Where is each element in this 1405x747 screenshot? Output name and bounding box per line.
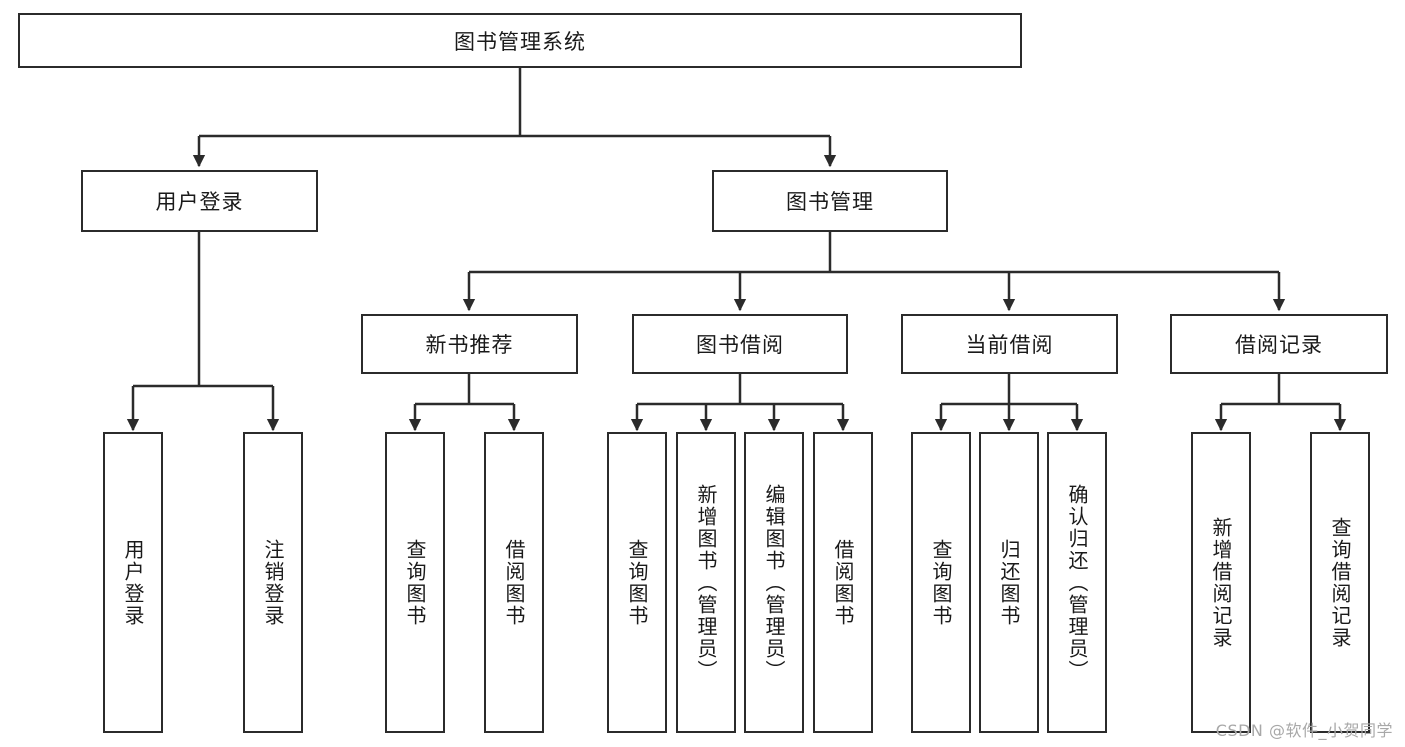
node-book-management[interactable]: 图书管理	[712, 170, 948, 232]
node-label: 新书推荐	[425, 333, 514, 357]
node-label: 借阅记录	[1235, 333, 1323, 357]
node-leaf-query-book-current[interactable]: 查询图书	[911, 432, 971, 733]
node-leaf-confirm-return[interactable]: 确认归还（管理员）	[1047, 432, 1107, 733]
node-leaf-edit-book[interactable]: 编辑图书（管理员）	[744, 432, 804, 733]
node-label: 图书借阅	[696, 333, 784, 357]
node-leaf-query-book-new[interactable]: 查询图书	[385, 432, 445, 733]
node-leaf-query-book-borrow[interactable]: 查询图书	[607, 432, 667, 733]
node-leaf-add-book[interactable]: 新增图书（管理员）	[676, 432, 736, 733]
node-leaf-logout-login[interactable]: 注销登录	[243, 432, 303, 733]
node-new-book-recommend[interactable]: 新书推荐	[361, 314, 578, 374]
node-leaf-query-borrow-record[interactable]: 查询借阅记录	[1310, 432, 1370, 733]
node-leaf-borrow-book[interactable]: 借阅图书	[813, 432, 873, 733]
node-current-borrow[interactable]: 当前借阅	[901, 314, 1118, 374]
node-label: 新增图书（管理员）	[694, 483, 718, 682]
node-user-login[interactable]: 用户登录	[81, 170, 318, 232]
node-label: 查询图书	[403, 538, 427, 627]
node-label: 借阅图书	[831, 538, 855, 627]
node-label: 图书管理系统	[454, 29, 586, 54]
node-label: 当前借阅	[965, 333, 1054, 357]
node-leaf-add-borrow-record[interactable]: 新增借阅记录	[1191, 432, 1251, 733]
node-leaf-return-book[interactable]: 归还图书	[979, 432, 1039, 733]
node-book-management-system[interactable]: 图书管理系统	[18, 13, 1022, 68]
node-label: 编辑图书（管理员）	[762, 483, 786, 682]
node-label: 查询图书	[625, 538, 649, 627]
node-leaf-user-login[interactable]: 用户登录	[103, 432, 163, 733]
node-borrow-record[interactable]: 借阅记录	[1170, 314, 1388, 374]
node-label: 新增借阅记录	[1209, 516, 1233, 649]
node-label: 借阅图书	[502, 538, 526, 627]
node-book-borrow[interactable]: 图书借阅	[632, 314, 848, 374]
node-label: 图书管理	[786, 190, 874, 214]
node-label: 用户登录	[155, 190, 244, 214]
node-label: 查询图书	[929, 538, 953, 627]
node-label: 用户登录	[121, 538, 145, 627]
node-label: 注销登录	[261, 538, 285, 627]
node-label: 确认归还（管理员）	[1065, 483, 1089, 682]
node-label: 查询借阅记录	[1328, 516, 1352, 649]
node-label: 归还图书	[997, 538, 1021, 627]
node-leaf-borrow-book-new[interactable]: 借阅图书	[484, 432, 544, 733]
